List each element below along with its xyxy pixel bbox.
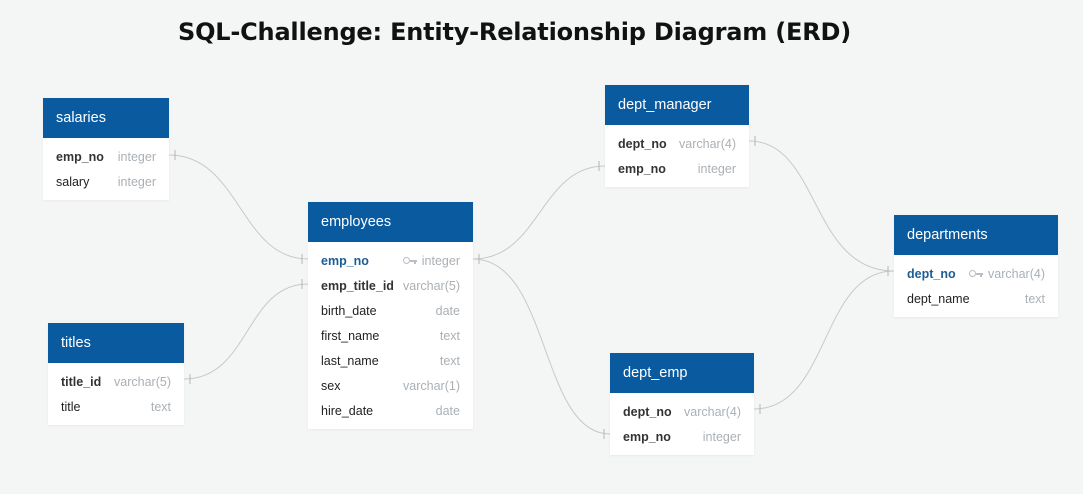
- field-row[interactable]: emp_no integer: [43, 144, 169, 169]
- field-name: last_name: [321, 353, 379, 368]
- page-title: SQL-Challenge: Entity-Relationship Diagr…: [178, 18, 851, 46]
- field-type: text: [1024, 291, 1045, 306]
- link-employees-dept-manager: [472, 165, 606, 260]
- field-type: varchar(4): [988, 266, 1045, 281]
- field-name: emp_no: [618, 161, 666, 176]
- field-name: dept_no: [623, 404, 672, 419]
- field-type: integer: [117, 149, 156, 164]
- field-row[interactable]: title_id varchar(5): [48, 369, 184, 394]
- table-dept-manager[interactable]: dept_manager dept_no varchar(4) emp_no i…: [605, 85, 749, 187]
- field-name: hire_date: [321, 403, 374, 418]
- field-name: emp_no: [56, 149, 104, 164]
- field-row[interactable]: sex varchar(1): [308, 373, 473, 398]
- table-header[interactable]: titles: [48, 323, 184, 363]
- field-row[interactable]: emp_no integer: [610, 424, 754, 449]
- field-row[interactable]: dept_name text: [894, 286, 1058, 311]
- field-name: dept_no: [907, 266, 956, 281]
- table-employees[interactable]: employees emp_no integer emp_title_id va…: [308, 202, 473, 429]
- table-name: departments: [907, 227, 988, 243]
- table-name: dept_emp: [623, 365, 688, 381]
- key-icon: [402, 256, 417, 265]
- field-type: integer: [702, 429, 741, 444]
- link-salaries-employees: [168, 154, 309, 260]
- field-name: emp_no: [321, 253, 369, 268]
- field-name: salary: [56, 174, 90, 189]
- field-type: text: [150, 399, 171, 414]
- field-row[interactable]: title text: [48, 394, 184, 419]
- table-header[interactable]: departments: [894, 215, 1058, 255]
- link-dept-manager-departments: [748, 140, 895, 272]
- field-name: first_name: [321, 328, 380, 343]
- field-row[interactable]: dept_no varchar(4): [605, 131, 749, 156]
- table-header[interactable]: dept_emp: [610, 353, 754, 393]
- key-icon: [969, 269, 984, 278]
- field-row[interactable]: emp_no integer: [308, 248, 473, 273]
- field-type: varchar(5): [114, 374, 171, 389]
- table-header[interactable]: employees: [308, 202, 473, 242]
- table-name: titles: [61, 335, 91, 351]
- field-type: integer: [117, 174, 156, 189]
- field-type: varchar(1): [403, 378, 460, 393]
- field-name: dept_name: [907, 291, 970, 306]
- field-name: birth_date: [321, 303, 377, 318]
- table-departments[interactable]: departments dept_no varchar(4) dept_name…: [894, 215, 1058, 317]
- field-row[interactable]: emp_title_id varchar(5): [308, 273, 473, 298]
- link-employees-dept-emp: [472, 258, 611, 435]
- table-header[interactable]: salaries: [43, 98, 169, 138]
- table-salaries[interactable]: salaries emp_no integer salary integer: [43, 98, 169, 200]
- field-row[interactable]: last_name text: [308, 348, 473, 373]
- link-dept-emp-departments: [753, 270, 895, 410]
- field-type: date: [435, 403, 460, 418]
- table-titles[interactable]: titles title_id varchar(5) title text: [48, 323, 184, 425]
- field-name: dept_no: [618, 136, 667, 151]
- table-name: dept_manager: [618, 97, 712, 113]
- table-header[interactable]: dept_manager: [605, 85, 749, 125]
- field-name: title: [61, 399, 81, 414]
- field-type: text: [439, 353, 460, 368]
- field-row[interactable]: hire_date date: [308, 398, 473, 423]
- field-name: sex: [321, 378, 341, 393]
- field-type: varchar(4): [684, 404, 741, 419]
- field-name: title_id: [61, 374, 102, 389]
- field-row[interactable]: first_name text: [308, 323, 473, 348]
- field-type: varchar(4): [679, 136, 736, 151]
- table-dept-emp[interactable]: dept_emp dept_no varchar(4) emp_no integ…: [610, 353, 754, 455]
- table-name: employees: [321, 214, 392, 230]
- field-row[interactable]: birth_date date: [308, 298, 473, 323]
- field-type: integer: [697, 161, 736, 176]
- field-name: emp_title_id: [321, 278, 394, 293]
- field-type: integer: [421, 253, 460, 268]
- field-row[interactable]: emp_no integer: [605, 156, 749, 181]
- link-titles-employees: [183, 283, 309, 380]
- field-type: text: [439, 328, 460, 343]
- table-name: salaries: [56, 110, 106, 126]
- field-row[interactable]: dept_no varchar(4): [610, 399, 754, 424]
- field-type: date: [435, 303, 460, 318]
- field-type: varchar(5): [403, 278, 460, 293]
- field-row[interactable]: salary integer: [43, 169, 169, 194]
- field-row[interactable]: dept_no varchar(4): [894, 261, 1058, 286]
- field-name: emp_no: [623, 429, 671, 444]
